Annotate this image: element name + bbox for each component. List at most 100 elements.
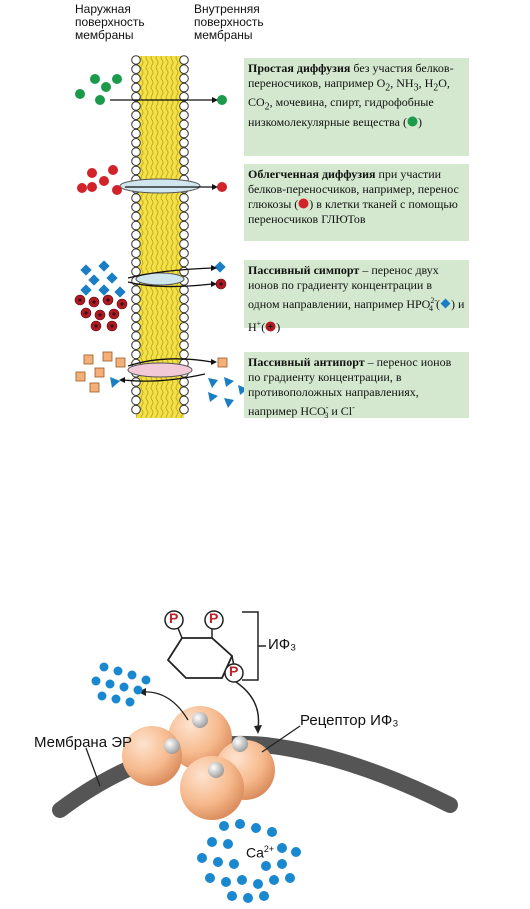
phosphate-p2 bbox=[204, 610, 224, 630]
lipid-head bbox=[179, 156, 189, 166]
ip3-receptor-label: Рецептор ИФ₃ bbox=[300, 712, 399, 729]
lipid-head bbox=[179, 331, 189, 341]
lipid-head bbox=[179, 395, 189, 406]
lipid-head bbox=[131, 211, 141, 222]
facilitated-diffusion-box: Облегченная диффузия при участии белков-… bbox=[244, 164, 469, 241]
lipid-head bbox=[179, 294, 189, 305]
membrane-callout-line bbox=[85, 747, 101, 787]
ip3-receptor-spheres bbox=[122, 706, 275, 820]
lipid-head bbox=[131, 395, 141, 406]
lipid-head bbox=[131, 386, 141, 397]
simple-diffusion-box: Простая диффузия без участия белков-пере… bbox=[244, 58, 469, 156]
lipid-head bbox=[179, 303, 189, 314]
phosphate-label-3: P bbox=[229, 663, 239, 679]
lipid-head bbox=[179, 64, 189, 74]
lipid-head bbox=[179, 147, 189, 157]
calcium-label: Ca2+ bbox=[246, 844, 275, 861]
lipid-head bbox=[179, 55, 189, 65]
phosphate-label-2: P bbox=[209, 610, 219, 626]
lipid-head bbox=[179, 386, 189, 397]
lipid-head bbox=[131, 322, 141, 332]
membrane-transport-diagram bbox=[74, 55, 248, 418]
green-molecule-icon bbox=[407, 116, 418, 127]
lipid-head bbox=[131, 248, 141, 258]
lipid-head bbox=[131, 82, 141, 93]
lipid-head bbox=[131, 294, 141, 305]
inner-surface-header: Внутренняя поверхность мембраны bbox=[194, 2, 264, 42]
lipid-head bbox=[131, 257, 141, 268]
lipid-head bbox=[179, 211, 189, 222]
released-calcium-ions bbox=[91, 662, 151, 707]
lipid-head bbox=[131, 331, 141, 341]
lipid-head bbox=[131, 110, 141, 120]
lipid-head bbox=[131, 119, 141, 130]
lipid-head bbox=[179, 239, 189, 249]
lipid-head bbox=[131, 230, 141, 240]
ip3-label: ИФ₃ bbox=[268, 636, 297, 653]
lipid-head bbox=[131, 340, 141, 351]
er-membrane bbox=[52, 735, 458, 818]
lipid-head bbox=[131, 147, 141, 157]
lipid-head bbox=[179, 82, 189, 93]
outer-surface-header: Наружная поверхность мембраны bbox=[75, 2, 145, 42]
lipid-head bbox=[131, 239, 141, 249]
lipid-head bbox=[131, 128, 141, 139]
symport-carrier bbox=[135, 272, 185, 286]
red-proton-icon bbox=[265, 321, 276, 332]
passive-antiport-box: Пассивный антипорт – перенос ионов по гр… bbox=[244, 352, 469, 420]
lipid-head bbox=[179, 110, 189, 120]
proton-plus-marks bbox=[78, 282, 223, 328]
lipid-head bbox=[179, 193, 189, 203]
lipid-head bbox=[131, 138, 141, 148]
lipid-head bbox=[131, 156, 141, 166]
lipid-head bbox=[179, 340, 189, 351]
antiport-carrier bbox=[127, 362, 193, 378]
lipid-head bbox=[131, 92, 141, 102]
receptor-callout-line bbox=[261, 725, 301, 753]
lipid-head bbox=[179, 248, 189, 258]
ip3-bracket bbox=[242, 611, 259, 681]
lipid-head bbox=[131, 404, 141, 415]
lipid-head bbox=[131, 64, 141, 74]
lipid-head bbox=[131, 303, 141, 314]
lipid-head bbox=[179, 202, 189, 212]
phosphate-p3 bbox=[224, 663, 244, 683]
simple-diffusion-molecules bbox=[75, 74, 227, 105]
red-glucose-icon bbox=[298, 198, 309, 209]
blue-phosphate-icon bbox=[440, 298, 451, 309]
phosphate-p1 bbox=[164, 610, 184, 630]
lipid-head bbox=[179, 128, 189, 139]
er-membrane-label: Мембрана ЭР bbox=[34, 734, 133, 751]
lipid-head bbox=[131, 202, 141, 212]
lipid-head bbox=[131, 193, 141, 203]
lipid-heads-inner bbox=[179, 55, 189, 415]
lipid-head bbox=[131, 73, 141, 84]
er-lumen-calcium-ions bbox=[197, 819, 301, 903]
passive-symport-box: Пассивный симпорт – перенос двух ионов п… bbox=[244, 260, 469, 334]
lipid-head bbox=[179, 92, 189, 102]
lipid-head bbox=[131, 101, 141, 111]
lipid-head bbox=[179, 101, 189, 111]
lipid-head bbox=[131, 55, 141, 65]
phosphate-label-1: P bbox=[169, 610, 179, 626]
lipid-head bbox=[131, 349, 141, 360]
lipid-head bbox=[179, 165, 189, 176]
ip3-binding-arrow bbox=[235, 681, 260, 729]
lipid-head bbox=[131, 165, 141, 176]
lipid-head bbox=[179, 220, 189, 231]
lipid-head bbox=[131, 377, 141, 387]
lipid-head bbox=[179, 230, 189, 240]
antiport-bicarbonate-ions bbox=[75, 351, 228, 393]
lipid-head bbox=[179, 73, 189, 84]
ip3-molecule bbox=[164, 610, 266, 683]
lipid-head bbox=[131, 220, 141, 231]
antiport-chloride-ions bbox=[110, 377, 248, 408]
lipid-head bbox=[179, 119, 189, 130]
lipid-head bbox=[179, 257, 189, 268]
facilitated-diffusion-glucose bbox=[77, 165, 227, 195]
lipid-head bbox=[179, 312, 189, 323]
lipid-head bbox=[131, 312, 141, 323]
lipid-head bbox=[179, 404, 189, 415]
lipid-head bbox=[179, 138, 189, 148]
